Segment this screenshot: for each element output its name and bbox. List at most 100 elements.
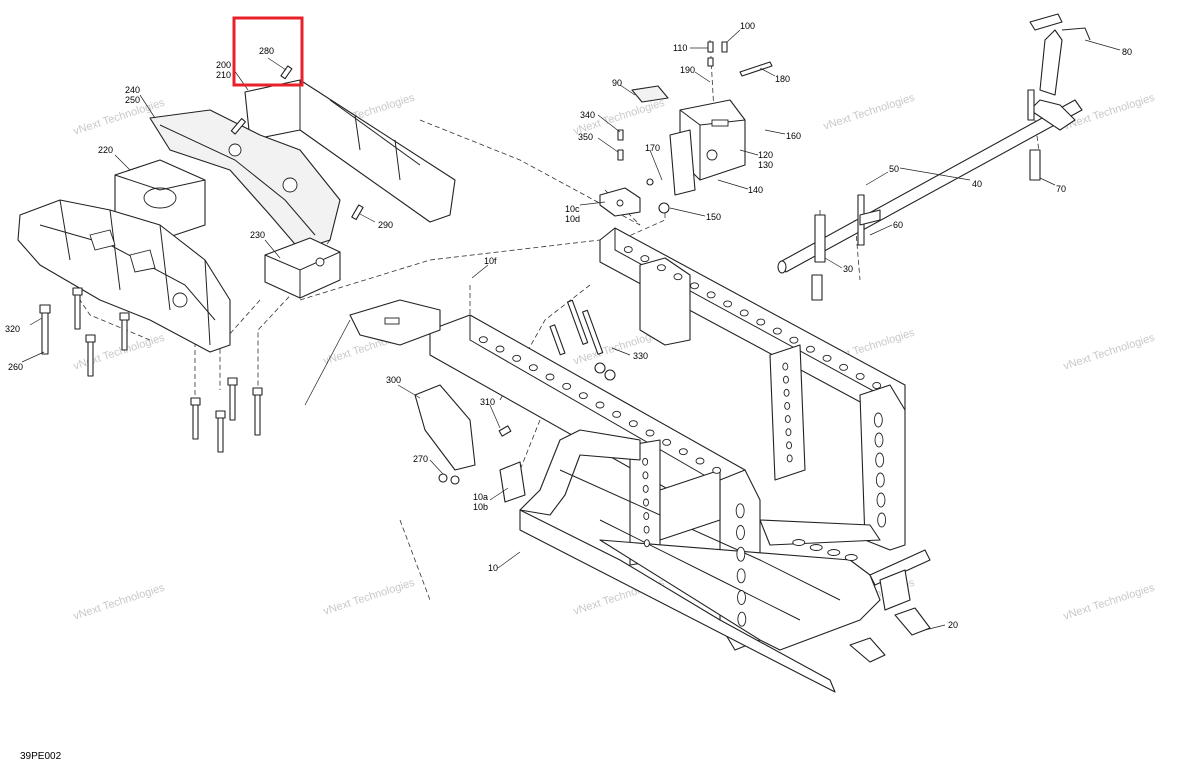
rail-hole [642, 457, 649, 466]
callout-120[interactable]: 120 [758, 150, 773, 160]
rail-hole [578, 392, 588, 400]
callout-190[interactable]: 190 [680, 65, 695, 75]
watermark-10: vNext Technologies [1062, 332, 1157, 373]
callout-280[interactable]: 280 [259, 46, 274, 56]
rail-hole [712, 466, 722, 474]
rail-hole [875, 452, 885, 468]
rail-hole [782, 375, 789, 384]
callout-90[interactable]: 90 [612, 78, 622, 88]
rail-hole [872, 382, 882, 389]
callout-300[interactable]: 300 [386, 375, 401, 385]
rail-hole [628, 420, 638, 428]
callout-130[interactable]: 130 [758, 160, 773, 170]
rail-hole [873, 412, 883, 428]
rail-hole [737, 611, 747, 627]
leader-lines [21, 29, 1121, 631]
rail-hole [478, 336, 488, 344]
rail-hole [706, 291, 716, 299]
rail-hole [806, 345, 815, 353]
callout-310[interactable]: 310 [480, 397, 495, 407]
rail-hole [855, 372, 865, 380]
callout-60[interactable]: 60 [893, 220, 903, 230]
callout-40[interactable]: 40 [972, 179, 982, 189]
watermark-12: vNext Technologies [322, 577, 417, 618]
callout-100[interactable]: 100 [740, 21, 755, 31]
callout-150[interactable]: 150 [706, 212, 721, 222]
highlight-box [232, 16, 304, 87]
callout-270[interactable]: 270 [413, 454, 428, 464]
rail-hole [662, 438, 672, 446]
rail-hole [656, 264, 666, 272]
watermark-11: vNext Technologies [72, 582, 167, 623]
rail-hole [789, 336, 799, 344]
rail-hole [822, 354, 832, 362]
callout-250[interactable]: 250 [125, 95, 140, 105]
callout-10f[interactable]: 10f [484, 256, 497, 266]
bracket-120-130 [599, 41, 773, 217]
callout-290[interactable]: 290 [378, 220, 393, 230]
callout-350[interactable]: 350 [578, 132, 593, 142]
rail-hole [772, 327, 782, 335]
rail-hole [739, 309, 749, 317]
watermark-15: vNext Technologies [1062, 582, 1157, 623]
callout-230[interactable]: 230 [250, 230, 265, 240]
callout-340[interactable]: 340 [580, 110, 595, 120]
callout-labels: 280 200 210 240 250 220 230 290 320 260 … [5, 21, 1132, 630]
rail-hole [735, 503, 745, 519]
rail-hole [642, 484, 649, 493]
rail-hole [786, 441, 793, 450]
rail-hole [875, 472, 885, 488]
rail-hole [784, 415, 791, 424]
callout-10a[interactable]: 10a [473, 492, 488, 502]
callout-30[interactable]: 30 [843, 264, 853, 274]
rail-hole [786, 454, 793, 463]
rail-hole [623, 246, 633, 253]
diagram-reference-code: 39PE002 [20, 751, 62, 762]
rail-hole [545, 373, 555, 381]
rail-hole [645, 429, 655, 437]
callout-20[interactable]: 20 [948, 620, 958, 630]
watermark-1: vNext Technologies [72, 97, 167, 138]
callout-80[interactable]: 80 [1122, 47, 1132, 57]
rail-hole [678, 448, 688, 456]
rail-hole [695, 457, 705, 465]
rail-hole [756, 318, 766, 326]
rail-hole [785, 428, 792, 437]
rail-hole [792, 539, 806, 546]
callout-70[interactable]: 70 [1056, 184, 1066, 194]
callout-220[interactable]: 220 [98, 145, 113, 155]
callout-320[interactable]: 320 [5, 324, 20, 334]
rail-hole [784, 401, 791, 410]
callout-10d[interactable]: 10d [565, 214, 580, 224]
callout-140[interactable]: 140 [748, 185, 763, 195]
rail-hole [643, 498, 649, 507]
callout-210[interactable]: 210 [216, 70, 231, 80]
callout-260[interactable]: 260 [8, 362, 23, 372]
callout-240[interactable]: 240 [125, 85, 140, 95]
rail-hole [809, 544, 823, 551]
callout-10b[interactable]: 10b [473, 502, 488, 512]
pedal-shaft-assembly [777, 13, 1091, 301]
callout-10c[interactable]: 10c [565, 204, 580, 214]
rail-hole [690, 282, 699, 290]
callout-10[interactable]: 10 [488, 563, 498, 573]
callout-160[interactable]: 160 [786, 131, 801, 141]
callout-170[interactable]: 170 [645, 143, 660, 153]
rail-hole [643, 512, 650, 521]
rail-hole [595, 401, 605, 409]
callout-200[interactable]: 200 [216, 60, 231, 70]
rail-hole [673, 273, 683, 281]
rail-hole [512, 354, 522, 362]
rail-hole [839, 363, 849, 371]
rail-hole [783, 388, 790, 397]
rail-hole [877, 512, 887, 528]
rail-hole [643, 525, 650, 534]
callout-330[interactable]: 330 [633, 351, 648, 361]
callout-110[interactable]: 110 [673, 43, 687, 53]
rail-hole [736, 546, 746, 562]
callout-180[interactable]: 180 [775, 74, 790, 84]
rail-hole [736, 568, 746, 584]
callout-50[interactable]: 50 [889, 164, 899, 174]
